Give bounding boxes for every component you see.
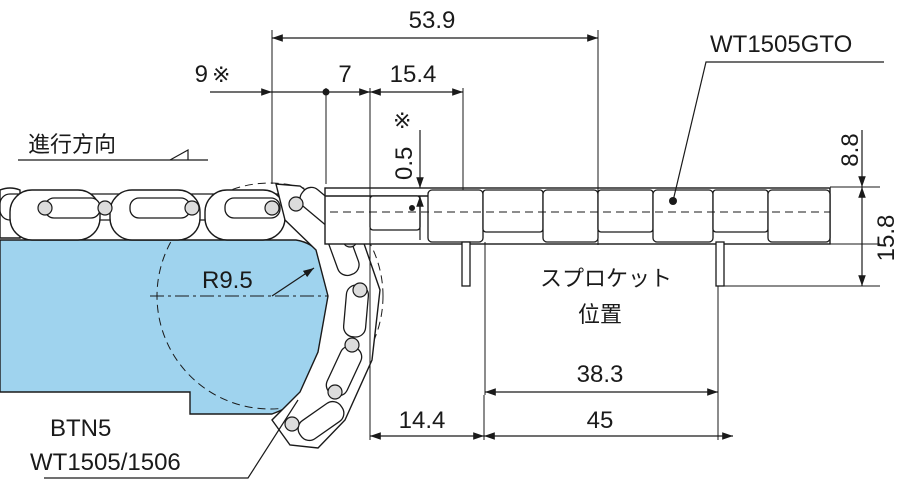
dim-14-4: 14.4 — [399, 407, 446, 434]
dim-53-9: 53.9 — [409, 7, 456, 34]
guide-name-line2: WT1505/1506 — [30, 449, 181, 476]
dim-7: 7 — [338, 61, 351, 88]
upper-chain — [0, 187, 291, 241]
transfer-chain — [324, 187, 831, 287]
sprocket-label-line1: スプロケット — [540, 267, 672, 292]
direction-label: 進行方向 — [28, 133, 116, 158]
dim-0-5-mark: ※ — [393, 108, 411, 133]
radius-label: R9.5 — [202, 267, 253, 294]
dim-15-4: 15.4 — [390, 61, 437, 88]
dim-15-8: 15.8 — [873, 215, 900, 262]
dim-45: 45 — [587, 407, 614, 434]
wrap-chain — [271, 183, 381, 449]
dim-8-8: 8.8 — [837, 133, 864, 166]
guide-name-line1: BTN5 — [50, 415, 111, 442]
dim-9: 9 — [195, 61, 208, 88]
dim-38-3: 38.3 — [577, 361, 624, 388]
sprocket-label-line2: 位置 — [578, 303, 622, 328]
dim-9-mark: ※ — [212, 62, 230, 87]
guide-block — [0, 239, 331, 415]
part-name-label: WT1505GTO — [710, 31, 852, 58]
dim-0-5: 0.5 — [391, 147, 418, 180]
